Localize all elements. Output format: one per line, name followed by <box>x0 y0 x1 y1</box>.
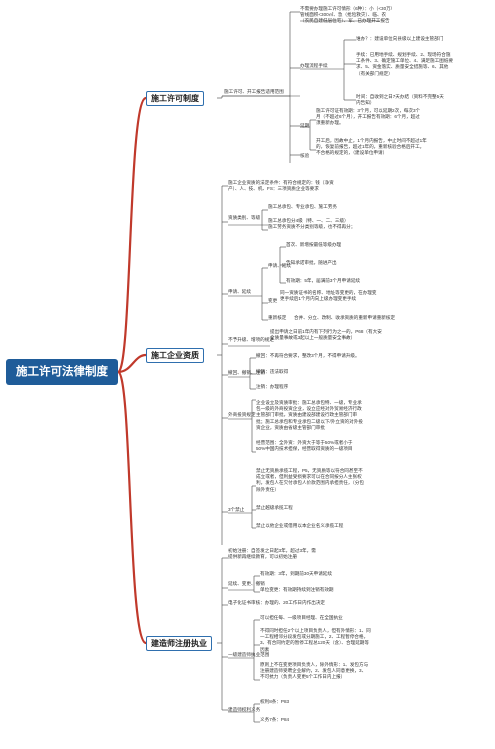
registration-validity: 有效期：3年，到期前30天申请延续 <box>260 571 332 576</box>
branch-construction-permit[interactable]: 施工许可制度 <box>146 91 204 106</box>
revoke-label: 撤回、撤销、注销 <box>228 370 265 375</box>
permit-verify-label: 核验 <box>300 153 310 158</box>
qualification-category-label: 资质类别、等级 <box>228 215 261 220</box>
practice-scope-1: 可以担任每、一级项目经理、在全国执业 <box>260 615 343 620</box>
qualification-validity: 有效期：5年，届满前3个月申请延续 <box>286 278 361 283</box>
permit-scope-label: 施工许可、开工报告适用范围 <box>224 89 284 94</box>
no-upgrade-rule: 提出申请之日前1年内有下列行为之一的，P68（有大安全质量事故或3起以上一般质量… <box>270 329 382 341</box>
withdraw-rule: 撤回：不再符合要求，整改3个月，不得申请升级。 <box>256 353 360 358</box>
reverify-rule: 合并、分立、改制、收承资质的重新申请重新核定 <box>294 315 396 320</box>
permit-exemptions: 不需要办理施工许可情形（6种）：小（<30万/管线面积<300㎡、急（抢险救灾）… <box>300 6 393 24</box>
duties-ref: 义务7条：P84 <box>260 717 290 722</box>
three-prohibitions-label: 3个禁止 <box>228 507 245 512</box>
permit-suspension: 开工后，因故中止，1个月内报告，中止时间不超过1年的，恢复前报告，超过1年的，重… <box>316 138 427 156</box>
revoke-rule: 撤销：违法取得 <box>256 369 289 374</box>
permit-validity: 施工许可证有效期：3个月，可以延期2次，每次3个月（不超过6个月），开工报告有效… <box>316 108 421 126</box>
change-rule: 同一资质证书的名称、地址等变更的，在办理变更手续后1个月内向上级办理变更手续 <box>280 290 377 302</box>
foreign-investment-label: 外商投资规定 <box>228 412 256 417</box>
renew-change-label: 延续、变更、撤销 <box>228 581 265 586</box>
no-overlevel-rule: 禁止越级承揽工程 <box>256 505 293 510</box>
apply-renew-sub-label: 申请、延续 <box>268 263 291 268</box>
permit-procedure-label: 办理流程手续 <box>300 63 328 68</box>
branch-enterprise-qualification[interactable]: 施工企业资质 <box>146 348 204 363</box>
cancel-rule: 注销：办理程序 <box>256 384 289 389</box>
permit-time-limit: 时间：自收到之日7天办结（资料不完整5天内告知） <box>356 94 444 106</box>
first-class-scope-label: 一级建造师执业范围 <box>228 652 270 657</box>
foreign-scope: 经营范围：全外资：外资大于等于50%或者小于50%中国内技术担保，经营取得资质的… <box>256 440 353 452</box>
permit-who-applies: 谁办？：建设单位向县级以上建设主管部门 <box>356 36 444 41</box>
first-application: 首次、新增按最低等级办理 <box>286 242 342 247</box>
permit-requirements: 手续：已用地手续、规划手续、2、现场符合施工条件、3、确定施工单位、4、满足施工… <box>356 52 453 76</box>
no-unqualified-rule: 禁止无资质承揽工程，P5，无资质等以符合同甚至不成立或者，但利益受损要求可以在合… <box>256 468 364 492</box>
rights-duties-label: 建造师权利义务 <box>228 707 261 712</box>
connector-root-b3 <box>116 370 148 645</box>
permit-extension-label: 延期 <box>300 123 310 128</box>
qualification-types: 施工总承包、专业承包、施工劳务 <box>268 204 337 209</box>
initial-registration: 初始注册：自签发之日起3年，超过3年，需提供新再继续教育，可以初始注册 <box>228 548 316 560</box>
change-label: 变更 <box>268 298 278 303</box>
qualification-levels: 施工总承包分4级（特、一、二、三级） 施工劳务资质不分类别等级，也不得再分； <box>268 218 356 230</box>
root-topic[interactable]: 施工许可法律制度 <box>6 359 118 385</box>
apply-renew-label: 申请、延续 <box>228 289 251 294</box>
no-replacement-rule: 原则上不在变更项目负责人，除外情形：1、发包方与注册建造师受聘企业解约，2、发包… <box>260 662 369 680</box>
rights-ref: 权利8条：P83 <box>260 699 290 704</box>
branch-constructor-registration[interactable]: 建造师注册执业 <box>146 636 212 651</box>
qualification-conditions: 施工企业资质的法定条件：有符合规定的：钱（净资产）、人、技、机、FS：三项资质企… <box>228 180 334 192</box>
no-borrowing-rule: 禁止以他企业或借用以本企业名义承揽工程 <box>256 523 344 528</box>
unit-change-rule: 单位变更：有效期持续到注销有效期 <box>260 587 334 592</box>
foreign-approval: 企业设立及资质审批：施工总承包特、一级，专业承包一级的外商投资企业，设立应经对外… <box>256 400 363 430</box>
no-concurrent-roles: 不得同时担任2个以上项目负责人，但有外情形：1、同一工程相邻分段发包或分期施工，… <box>260 628 371 652</box>
connector-root-b1 <box>116 96 148 374</box>
e-certificate-review: 电子化证书审核：办理的、20工作日内作出决定 <box>228 600 325 605</box>
commitment-approval: 告知承诺审批，随进产出 <box>286 260 337 265</box>
reverify-label: 重新核定 <box>268 315 287 320</box>
connector-root-b2 <box>117 353 147 374</box>
no-upgrade-label: 不予升级、增项的规定 <box>228 337 274 342</box>
